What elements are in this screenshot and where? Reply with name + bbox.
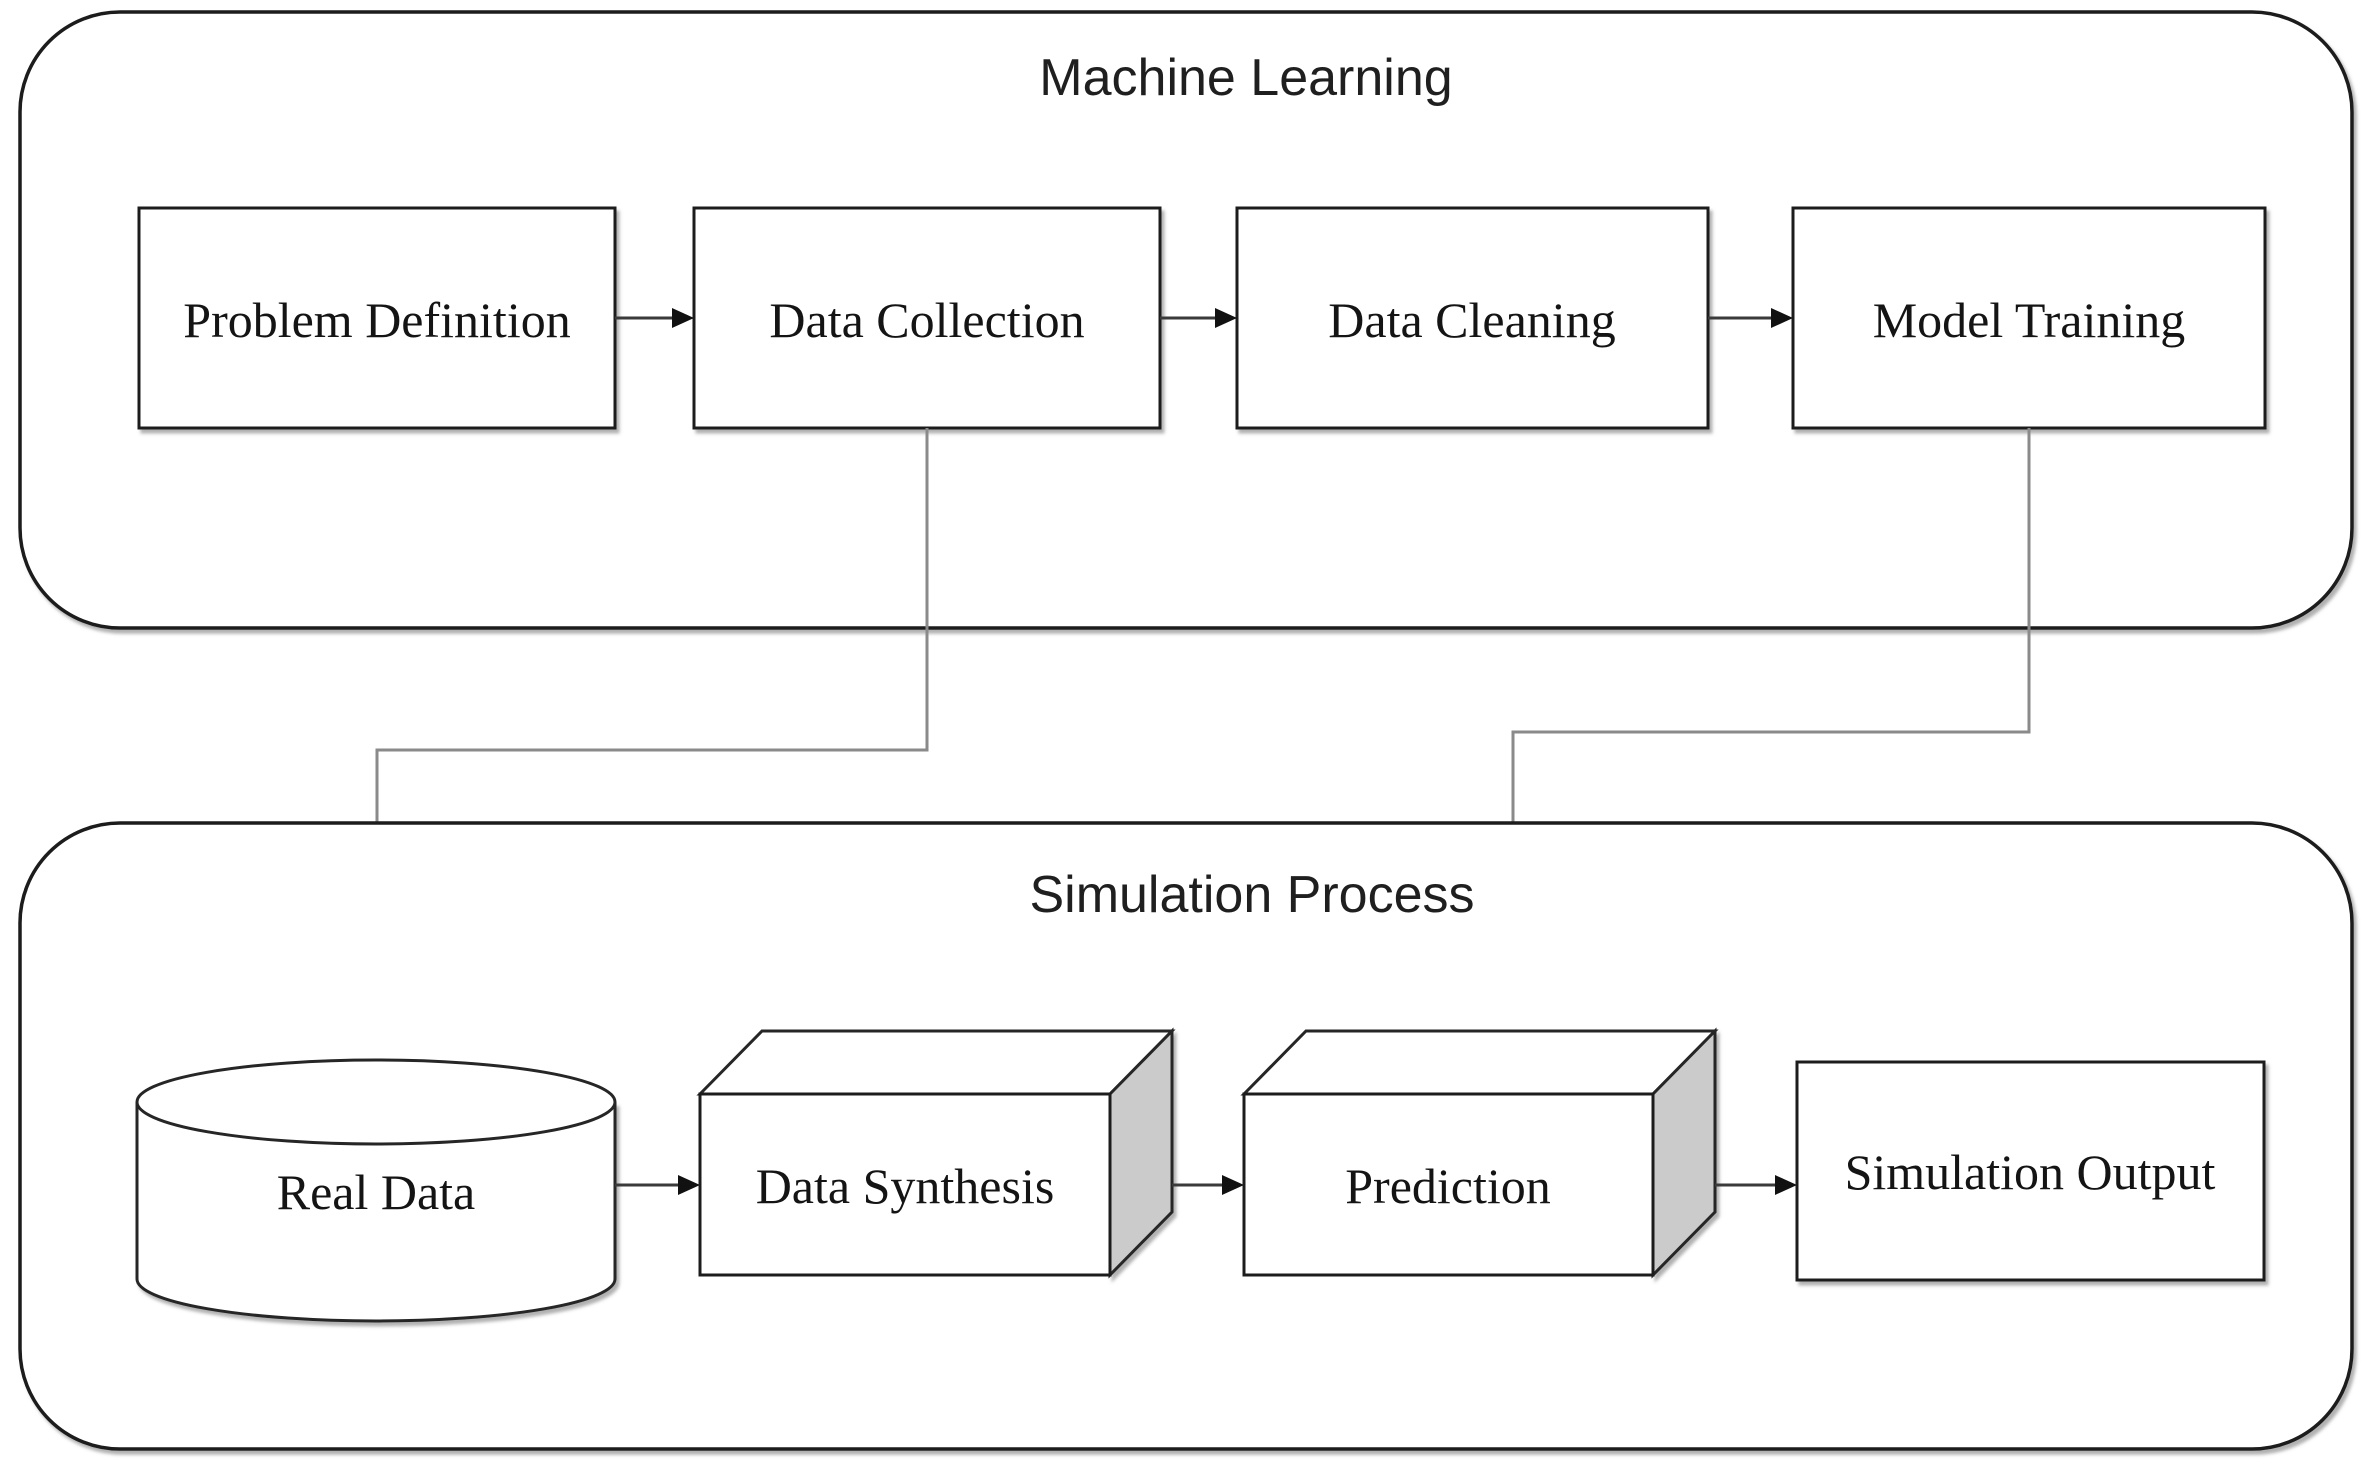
machine-learning-title: Machine Learning [1039, 49, 1452, 107]
simulation-output-label: Simulation Output [1845, 1144, 2216, 1200]
machine-learning-container: Machine Learning Problem Definition Data… [18, 10, 2354, 630]
arrow-problem-definition-to-data-collection [615, 308, 694, 328]
process-box-model-training: Model Training [1791, 206, 2267, 430]
arrowhead-right-icon [1222, 1175, 1244, 1195]
arrow-data-synthesis-to-prediction [1172, 1175, 1244, 1195]
cube-prediction: Prediction [1240, 1027, 1719, 1279]
real-data-cylinder-top [135, 1058, 617, 1146]
process-box-simulation-output: Simulation Output [1795, 1060, 2266, 1282]
arrowhead-right-icon [1771, 308, 1793, 328]
problem-definition-box [137, 206, 617, 430]
arrowhead-right-icon [1215, 308, 1237, 328]
model-training-box [1791, 206, 2267, 430]
arrowhead-right-icon [672, 308, 694, 328]
arrow-data-cleaning-to-model-training [1708, 308, 1793, 328]
prediction-top-face [1240, 1029, 1719, 1096]
data-collection-box [692, 206, 1162, 430]
real-data-cylinder-body [135, 1102, 617, 1323]
data-synthesis-top-face [696, 1029, 1176, 1096]
prediction-label: Prediction [1345, 1158, 1551, 1214]
process-box-data-cleaning: Data Cleaning [1235, 206, 1710, 430]
process-box-problem-definition: Problem Definition [137, 206, 617, 430]
prediction-front-face [1242, 1092, 1655, 1277]
simulation-output-box [1795, 1060, 2266, 1282]
data-synthesis-front-face [698, 1092, 1112, 1277]
arrow-real-data-to-data-synthesis [615, 1175, 700, 1195]
simulation-process-container: Simulation Process Real Data Data Synthe… [18, 821, 2354, 1451]
model-training-label: Model Training [1873, 292, 2186, 348]
machine-learning-frame [18, 10, 2354, 630]
cylinder-real-data: Real Data [135, 1058, 617, 1323]
data-collection-label: Data Collection [769, 292, 1084, 348]
arrowhead-right-icon [1775, 1175, 1797, 1195]
data-synthesis-label: Data Synthesis [756, 1158, 1055, 1214]
arrow-data-collection-to-data-cleaning [1160, 308, 1237, 328]
arrow-prediction-to-simulation-output [1715, 1175, 1797, 1195]
cube-data-synthesis: Data Synthesis [696, 1027, 1176, 1279]
data-cleaning-label: Data Cleaning [1328, 292, 1615, 348]
data-cleaning-box [1235, 206, 1710, 430]
process-box-data-collection: Data Collection [692, 206, 1162, 430]
simulation-process-title: Simulation Process [1029, 866, 1474, 924]
arrowhead-right-icon [678, 1175, 700, 1195]
real-data-label: Real Data [277, 1164, 476, 1220]
problem-definition-label: Problem Definition [183, 292, 570, 348]
